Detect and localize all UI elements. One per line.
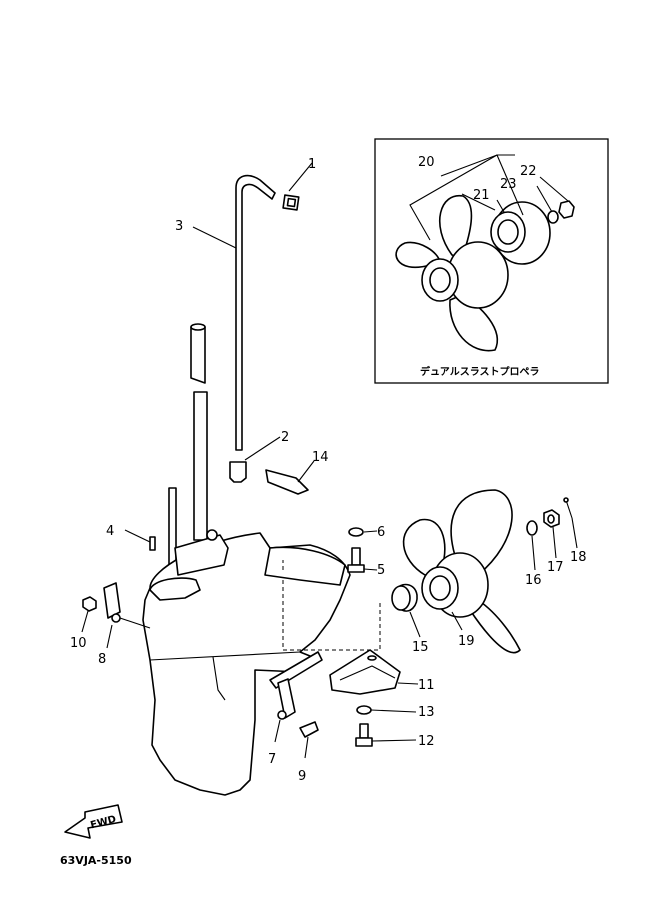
cotter-pin-18: 18 — [563, 497, 587, 565]
screw-9: 9 — [298, 721, 319, 784]
propeller-19: 19 — [402, 489, 521, 654]
water-pipe-assembly: 1 3 — [175, 157, 316, 451]
shift-rod — [168, 323, 208, 581]
callout-19: 19 — [458, 634, 475, 649]
bracket-7: 7 — [268, 678, 296, 767]
anode-8: 8 10 — [70, 582, 151, 667]
callout-14: 14 — [312, 450, 329, 465]
callout-10: 10 — [70, 636, 87, 651]
bolt-12-washer-13: 13 12 — [355, 705, 435, 749]
grommet-2: 2 — [229, 430, 289, 483]
callout-11: 11 — [418, 678, 435, 693]
callout-9: 9 — [298, 769, 306, 784]
propeller-shaft: 15 — [269, 583, 429, 689]
callout-13: 13 — [418, 705, 435, 720]
fwd-arrow: FWD — [64, 804, 123, 839]
callout-17: 17 — [547, 560, 564, 575]
plate-14: 14 — [265, 450, 329, 495]
dual-thrust-propeller-inset: 20 21 22 23 デュアルスラストプロペラ — [374, 138, 609, 384]
washer-16: 16 — [525, 520, 542, 588]
callout-1: 1 — [308, 157, 316, 172]
callout-22: 22 — [520, 164, 537, 179]
callout-8: 8 — [98, 652, 106, 667]
bolt-5-washer-6: 6 5 — [347, 525, 385, 578]
callout-12: 12 — [418, 734, 435, 749]
callout-20: 20 — [418, 155, 435, 170]
callout-4: 4 — [106, 524, 114, 539]
callout-3: 3 — [175, 219, 183, 234]
callout-18: 18 — [570, 550, 587, 565]
callout-5: 5 — [377, 563, 385, 578]
anode-11: 11 — [329, 649, 435, 695]
diagram-code: 63VJA-5150 — [60, 854, 132, 867]
lower-casing — [142, 529, 381, 796]
callout-21: 21 — [473, 188, 490, 203]
callout-2: 2 — [281, 430, 289, 445]
callout-23: 23 — [500, 177, 517, 192]
nut-17: 17 — [543, 509, 564, 575]
inset-caption: デュアルスラストプロペラ — [420, 365, 540, 378]
callout-16: 16 — [525, 573, 542, 588]
pin-4: 4 — [106, 524, 156, 551]
callout-7: 7 — [268, 752, 276, 767]
callout-15: 15 — [412, 640, 429, 655]
callout-6: 6 — [377, 525, 385, 540]
